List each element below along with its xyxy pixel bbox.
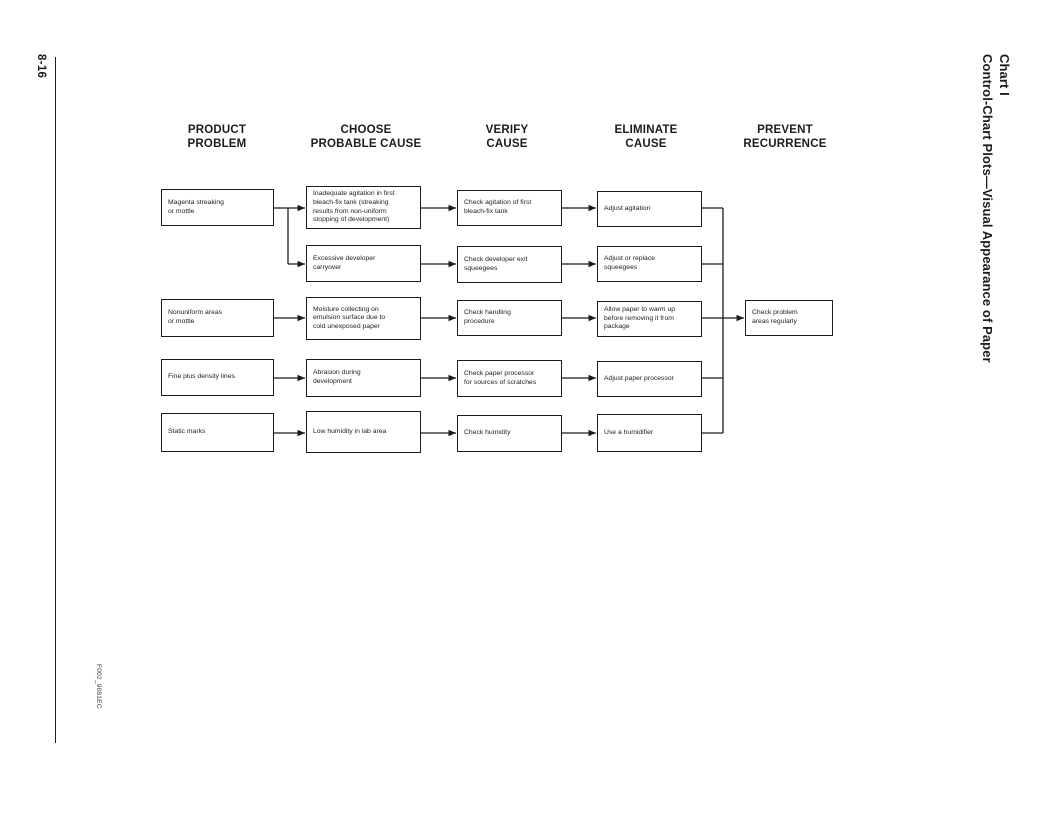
flow-box-eliminate-adjust-agitation: Adjust agitation bbox=[597, 191, 702, 227]
flow-box-problem-static-marks: Static marks bbox=[161, 413, 274, 452]
flow-box-label: Fine plus density lines bbox=[168, 373, 235, 381]
figure-code: F002_9081EC bbox=[95, 664, 102, 709]
flow-box-eliminate-use-humidifier: Use a humidifier bbox=[597, 414, 702, 452]
flow-box-verify-handling: Check handling procedure bbox=[457, 300, 562, 336]
flow-box-label: Low humidity in lab area bbox=[313, 427, 387, 435]
column-header-prevent-recurrence: PREVENT RECURRENCE bbox=[743, 124, 827, 150]
flow-box-cause-moisture-collecting: Moisture collecting on emulsion surface … bbox=[306, 297, 421, 340]
flow-box-eliminate-adjust-processor: Adjust paper processor bbox=[597, 361, 702, 397]
flow-box-label: Excessive developer carryover bbox=[313, 254, 376, 271]
flow-box-label: Adjust or replace squeegees bbox=[604, 255, 656, 271]
flow-box-verify-humidity: Check humidity bbox=[457, 415, 562, 452]
flow-box-cause-low-humidity: Low humidity in lab area bbox=[306, 411, 421, 453]
flow-box-cause-abrasion: Abrasion during development bbox=[306, 359, 421, 397]
flow-box-label: Use a humidifier bbox=[604, 428, 654, 436]
flow-box-verify-squeegees: Check developer exit squeegees bbox=[457, 246, 562, 283]
flow-box-eliminate-replace-squeegees: Adjust or replace squeegees bbox=[597, 246, 702, 282]
left-rule bbox=[55, 57, 57, 743]
column-header-product-problem: PRODUCT PROBLEM bbox=[187, 124, 247, 150]
flow-box-verify-paper-processor: Check paper processor for sources of scr… bbox=[457, 360, 562, 397]
flow-box-label: Check agitation of first bleach-fix tank bbox=[464, 199, 532, 215]
chart-title: Chart I Control-Chart Plots—Visual Appea… bbox=[980, 54, 1012, 363]
flow-box-label: Static marks bbox=[168, 428, 206, 436]
column-header-choose-probable-cause: CHOOSE PROBABLE CAUSE bbox=[310, 124, 422, 150]
flow-box-label: Check paper processor for sources of scr… bbox=[464, 369, 537, 386]
flow-box-label: Check handling procedure bbox=[464, 309, 511, 325]
flow-box-label: Check problem areas regularly bbox=[752, 309, 798, 325]
flow-box-label: Inadequate agitation in first bleach-fix… bbox=[313, 190, 395, 224]
flow-box-cause-excessive-carryover: Excessive developer carryover bbox=[306, 245, 421, 282]
column-header-verify-cause: VERIFY CAUSE bbox=[485, 124, 529, 150]
flow-box-label: Adjust paper processor bbox=[604, 374, 674, 382]
flow-box-label: Check developer exit squeegees bbox=[464, 255, 528, 272]
flow-box-label: Check humidity bbox=[464, 429, 511, 437]
column-header-eliminate-cause: ELIMINATE CAUSE bbox=[614, 124, 678, 150]
flow-box-label: Moisture collecting on emulsion surface … bbox=[313, 305, 386, 330]
flow-box-label: Nonuniform areas or mottle bbox=[168, 309, 223, 325]
flow-box-label: Adjust agitation bbox=[604, 204, 651, 212]
flow-box-eliminate-warm-up-paper: Allow paper to warm up before removing i… bbox=[597, 301, 702, 337]
flow-box-cause-inadequate-agitation: Inadequate agitation in first bleach-fix… bbox=[306, 186, 421, 229]
flow-box-problem-nonuniform-areas: Nonuniform areas or mottle bbox=[161, 299, 274, 337]
flow-box-prevent-check-problem-areas: Check problem areas regularly bbox=[745, 300, 833, 336]
flow-box-verify-agitation: Check agitation of first bleach-fix tank bbox=[457, 190, 562, 226]
flow-box-label: Abrasion during development bbox=[313, 369, 361, 385]
flow-box-problem-fine-plus-density-lines: Fine plus density lines bbox=[161, 359, 274, 396]
page-number: 8-16 bbox=[35, 54, 47, 79]
flow-box-label: Magenta streaking or mottle bbox=[168, 198, 224, 215]
flow-box-problem-magenta-streaking: Magenta streaking or mottle bbox=[161, 189, 274, 226]
flow-box-label: Allow paper to warm up before removing i… bbox=[604, 306, 676, 331]
